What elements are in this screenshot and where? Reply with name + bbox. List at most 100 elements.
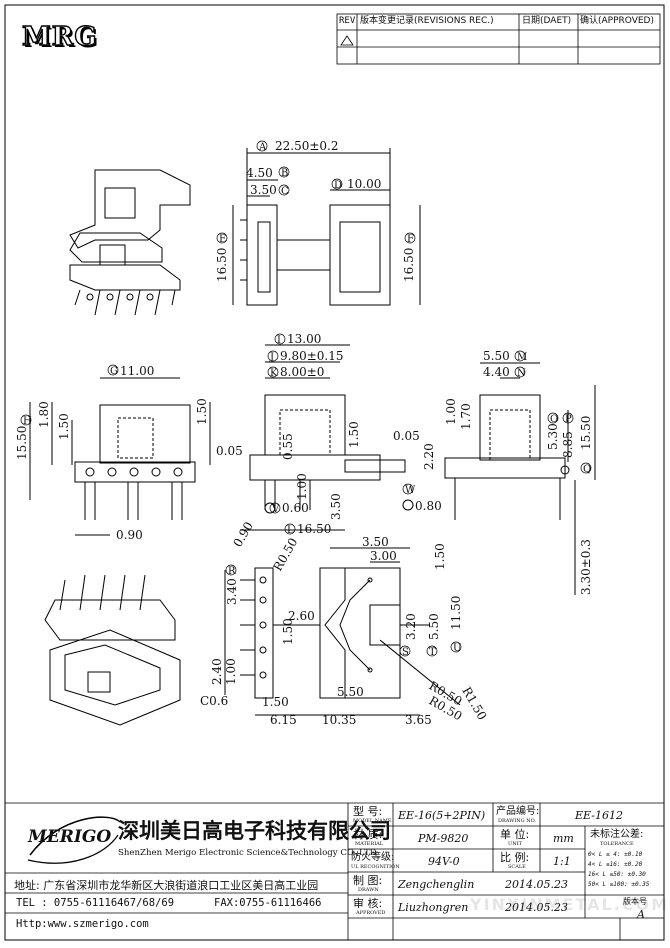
title-block-grid — [5, 802, 664, 940]
approved-label: 审 核: — [353, 897, 383, 910]
isometric-view-bottom — [44, 574, 181, 726]
dim-bottom-1.50c: 1.50 — [262, 695, 289, 709]
dim-right-15.50: 15.50 — [579, 416, 593, 450]
marker-b: B — [281, 168, 288, 179]
dim-front-1.80: 1.80 — [37, 401, 51, 428]
drawn-label-en: DRAWN — [358, 887, 379, 893]
version-label: 版本号 — [623, 897, 647, 906]
material-label: 材 质: — [353, 828, 383, 841]
company-fax: FAX:0755-61116466 — [214, 897, 322, 909]
scale-label: 比 例: — [500, 851, 530, 864]
dim-center-1.50: 1.50 — [347, 421, 361, 448]
fire-label-en: UL RECOGNITION — [351, 864, 400, 870]
rev-header-rev: REV — [339, 16, 356, 26]
fire-label: 防火等级: — [351, 852, 395, 863]
marker-d: D — [334, 180, 342, 191]
drawn-label: 制 图: — [353, 874, 383, 887]
dim-bottom-c0.6: C0.6 — [200, 694, 228, 708]
material-value: PM-9820 — [418, 832, 469, 845]
dim-bottom-3.40: 3.40 — [225, 578, 239, 605]
isometric-view-top — [69, 169, 191, 316]
dim-right-1.00: 1.00 — [444, 398, 458, 425]
side-view-right — [444, 362, 596, 520]
tolerance-row-4: 50< L ≤100: ±0.35 — [588, 881, 650, 888]
dim-l: 16.50 — [297, 522, 331, 536]
tolerance-row-2: 4< L ≤16: ±0.20 — [588, 861, 643, 868]
plan-view-top — [232, 148, 421, 306]
plan-view-bottom — [224, 480, 576, 716]
dim-g: 11.00 — [120, 364, 154, 378]
tolerance-row-1: 0< L ≤ 4: ±0.10 — [588, 851, 643, 858]
scale-label-en: SCALE — [508, 864, 526, 870]
marker-t: T — [429, 647, 436, 658]
dim-center-1.00: 1.00 — [295, 473, 309, 500]
dim-bottom-1.50b: 1.50 — [281, 618, 295, 645]
rev-header-record: 版本变更记录(REVISIONS REC.) — [360, 16, 494, 26]
dim-center-3.50: 3.50 — [329, 493, 343, 520]
dim-i: 13.00 — [287, 332, 321, 346]
model-label-en: MODEL NAME — [353, 818, 392, 824]
dim-right-5.50: 5.50 — [483, 349, 510, 363]
dim-front-1.50b: 1.50 — [195, 398, 209, 425]
marker-i: I — [277, 335, 281, 346]
fire-value: 94V-0 — [428, 855, 460, 868]
company-address: 地址: 广东省深圳市龙华新区大浪街道浪口工业区美日高工业园 — [14, 879, 319, 892]
marker-e: E — [219, 234, 226, 245]
drawing-no-value: EE-1612 — [575, 809, 623, 822]
dim-bottom-5.50a: 5.50 — [427, 613, 441, 640]
mrg-logo: MRG — [21, 21, 98, 52]
material-label-en: MATERIAL — [355, 841, 384, 847]
dim-bottom-r0.50: R0.50 — [270, 536, 300, 574]
rev-header-approved: 确认(APPROVED) — [580, 16, 654, 26]
dim-p: 8.85 — [561, 431, 575, 458]
approved-label-en: APPROVED — [356, 910, 386, 916]
marker-m: M — [517, 352, 527, 363]
front-view-left — [29, 377, 211, 536]
marker-j: J — [269, 352, 274, 363]
rev-header-date: 日期(DAET) — [522, 16, 572, 26]
dim-center-2.20: 2.20 — [422, 443, 436, 470]
model-label: 型 号: — [353, 805, 383, 818]
dim-center-0.05: 0.05 — [393, 429, 420, 443]
company-name-en: ShenZhen Merigo Electronic Science&Techn… — [118, 848, 377, 858]
unit-value: mm — [553, 832, 574, 845]
marker-v: V — [271, 504, 280, 515]
dim-front-1.50a: 1.50 — [57, 413, 71, 440]
dim-front-0.05: 0.05 — [216, 444, 243, 458]
dim-right-4.40: 4.40 — [483, 365, 510, 379]
reference-markers: A B C D E F G H I J K V L W M N O P Q — [20, 140, 592, 658]
dim-bottom-3.20: 3.20 — [404, 613, 418, 640]
dim-e: 16.50 — [215, 248, 229, 282]
merigo-swoosh-icon — [29, 816, 121, 856]
drawn-by: Zengchenglin — [398, 878, 475, 891]
unit-label: 单 位: — [500, 828, 530, 841]
company-tel: TEL : 0755-61116467/68/69 — [16, 897, 175, 909]
scale-value: 1:1 — [553, 855, 571, 868]
tolerance-label-en: TOLERANCE — [600, 841, 634, 847]
dim-v: 0.60 — [282, 501, 309, 515]
dim-c: 3.50 — [250, 183, 277, 197]
dim-bottom-6.15: 6.15 — [270, 713, 297, 727]
dim-h: 15.50 — [15, 426, 29, 460]
approved-date: 2014.05.23 — [505, 901, 568, 914]
dim-center-0.55: 0.55 — [281, 433, 295, 460]
marker-c: C — [281, 186, 289, 197]
model-value: EE-16(5+2PIN) — [398, 809, 486, 822]
dim-a: 22.50±0.2 — [275, 139, 339, 153]
dim-bottom-3.50: 3.50 — [362, 535, 389, 549]
watermark: YINXINMETAL.COM — [470, 895, 670, 914]
marker-g: G — [110, 366, 118, 377]
dim-bottom-1.50a: 1.50 — [433, 543, 447, 570]
drawing-no-label: 产品编号: — [496, 806, 540, 817]
dim-bottom-2.40: 2.40 — [210, 658, 224, 685]
side-view-center — [240, 344, 414, 531]
marker-n: N — [517, 368, 526, 379]
dim-bottom-1.00: 1.00 — [224, 658, 238, 685]
dim-bottom-3.00: 3.00 — [370, 549, 397, 563]
dim-d: 10.00 — [347, 177, 381, 191]
marker-r: R — [228, 566, 236, 577]
tolerance-row-3: 16< L ≤50: ±0.30 — [588, 871, 646, 878]
marker-h: H — [23, 416, 32, 427]
marker-l: L — [287, 525, 294, 536]
